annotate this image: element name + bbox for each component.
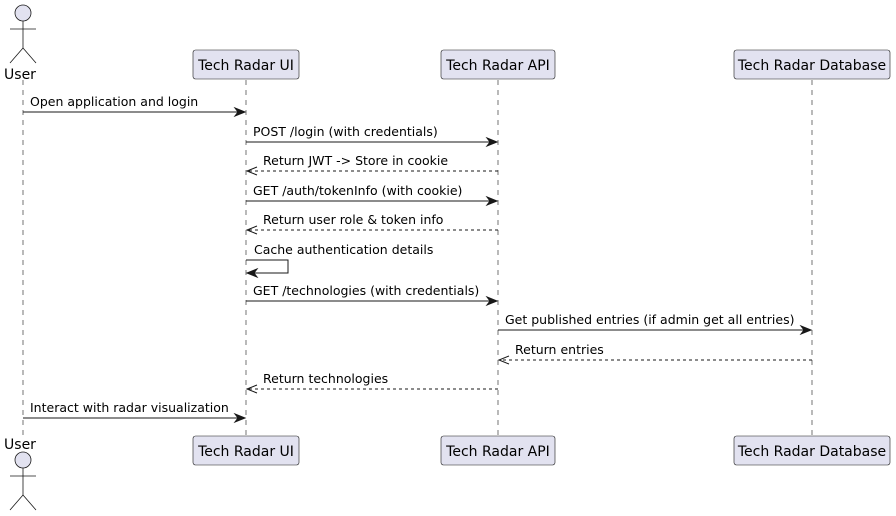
participant-label: Tech Radar UI [197,58,294,74]
participant-api-top: Tech Radar API [440,49,556,80]
participant-label: Tech Radar API [445,58,550,74]
arrow-head [245,166,258,176]
arrow-head [245,225,258,235]
participant-api-bottom: Tech Radar API [440,435,556,466]
participant-box [192,435,300,466]
actor-figure [9,451,37,511]
participant-box [192,49,300,80]
message-label: Return technologies [263,371,388,386]
participant-ui-top: Tech Radar UI [192,49,300,80]
message-1: Open application and login [23,94,247,118]
participant-label: Tech Radar UI [197,444,294,460]
participant-box [440,49,556,80]
participant-ui-bottom: Tech Radar UI [192,435,300,466]
participant-label: Tech Radar API [445,444,550,460]
message-label: Get published entries (if admin get all … [505,312,794,327]
message-7: GET /technologies (with credentials) [246,283,499,307]
arrow-head [485,136,499,148]
message-4: GET /auth/tokenInfo (with cookie) [246,183,499,207]
arrow-head [497,355,510,365]
actor-user-bottom: User [4,437,37,511]
message-label: Return entries [515,342,604,357]
message-11: Interact with radar visualization [23,400,247,424]
message-label: POST /login (with credentials) [253,124,438,139]
message-9: Return entries [497,342,812,365]
message-2: POST /login (with credentials) [246,124,499,148]
arrow-head [485,195,499,207]
actor-label: User [4,437,36,453]
actor-label: User [4,67,36,83]
participant-box [733,49,891,80]
message-label: Interact with radar visualization [30,400,229,415]
participant-box [733,435,891,466]
participant-box [440,435,556,466]
message-5: Return user role & token info [245,212,498,235]
actor-user-top: User [4,4,37,83]
message-8: Get published entries (if admin get all … [498,312,813,336]
participant-db-bottom: Tech Radar Database [733,435,891,466]
message-label: Return user role & token info [263,212,443,227]
message-label: GET /auth/tokenInfo (with cookie) [253,183,462,198]
message-self-loop [246,259,289,274]
message-label: GET /technologies (with credentials) [253,283,479,298]
message-label: Open application and login [30,94,198,109]
message-label: Cache authentication details [254,242,433,257]
participant-label: Tech Radar Database [737,444,886,460]
arrow-head [485,295,499,307]
actor-figure [9,4,37,64]
participant-db-top: Tech Radar Database [733,49,891,80]
participant-label: Tech Radar Database [737,58,886,74]
message-3: Return JWT -> Store in cookie [245,153,498,176]
message-label: Return JWT -> Store in cookie [263,153,448,168]
arrow-head [233,106,247,118]
arrow-head [245,267,259,279]
arrow-head [245,384,258,394]
message-6: Cache authentication details [245,242,433,279]
arrow-head [799,324,813,336]
message-10: Return technologies [245,371,498,394]
arrow-head [233,412,247,424]
